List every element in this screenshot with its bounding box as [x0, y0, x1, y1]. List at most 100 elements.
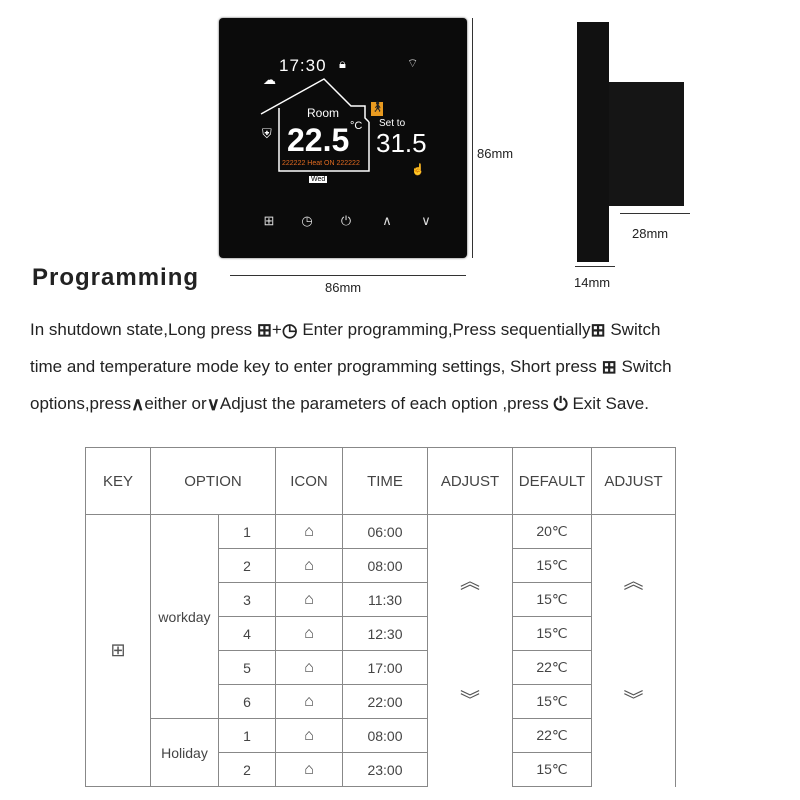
header-adjust: ADJUST	[427, 447, 513, 515]
row-number: 1	[218, 718, 276, 753]
header-time: TIME	[342, 447, 428, 515]
instruction-line-2: time and temperature mode key to enter p…	[30, 357, 672, 378]
row-time: 11:30	[342, 582, 428, 617]
menu-icon: ⊞	[601, 357, 617, 378]
heat-status: 222222 Heat ON 222222	[282, 160, 360, 167]
down-icon: ∨	[206, 394, 220, 415]
cloud-icon: ☁	[263, 72, 276, 87]
down-arrows-icon: ︾	[460, 690, 480, 712]
power-button[interactable]: ⏻	[340, 213, 352, 228]
instruction-line-3: options,press∧either or∨Adjust the param…	[30, 394, 649, 415]
room-temp: 22.5	[287, 122, 350, 158]
down-arrows-icon: ︾	[623, 690, 644, 712]
row-default: 15℃	[512, 616, 592, 651]
row-number: 3	[218, 582, 276, 617]
up-arrows-icon: ︽	[460, 571, 480, 593]
height-dimension: 86mm	[477, 146, 514, 161]
header-icon: ICON	[275, 447, 343, 515]
menu-button[interactable]: ⊞	[263, 213, 275, 228]
text: Switch	[621, 357, 672, 376]
depth-dimension: 28mm	[632, 226, 669, 241]
room-label: Room	[307, 106, 340, 120]
text: In shutdown state,Long press	[30, 320, 253, 339]
section-title: Programming	[32, 264, 200, 291]
house-period-icon: ⌂	[275, 616, 343, 651]
row-time: 06:00	[342, 514, 428, 549]
clock-icon: ◷	[281, 320, 298, 341]
house-period-icon: ⌂	[275, 548, 343, 583]
width-dimension-line	[230, 275, 466, 276]
time-adjust: ︽︾	[427, 514, 513, 787]
row-default: 15℃	[512, 684, 592, 719]
width-dimension: 86mm	[325, 280, 362, 295]
row-number: 2	[218, 548, 276, 583]
row-default: 15℃	[512, 752, 592, 787]
menu-icon: ⊞	[256, 320, 272, 341]
lock-icon: 🔒︎	[339, 56, 346, 71]
text: +	[271, 320, 282, 339]
row-default: 15℃	[512, 548, 592, 583]
row-time: 08:00	[342, 718, 428, 753]
back-depth-dimension: 14mm	[574, 275, 611, 290]
set-label: Set to	[379, 118, 406, 129]
menu-icon: ⊞	[590, 320, 606, 341]
text: time and temperature mode key to enter p…	[30, 357, 597, 376]
clock-button[interactable]: ◷	[301, 213, 313, 228]
row-number: 5	[218, 650, 276, 685]
option-workday: workday	[150, 514, 219, 719]
house-period-icon: ⌂	[275, 752, 343, 787]
row-time: 23:00	[342, 752, 428, 787]
option-holiday: Holiday	[150, 718, 219, 787]
header-option: OPTION	[150, 447, 276, 515]
room-unit: °C	[350, 120, 363, 132]
wifi-icon: ⌔	[407, 56, 419, 70]
row-time: 08:00	[342, 548, 428, 583]
row-time: 17:00	[342, 650, 428, 685]
row-default: 15℃	[512, 582, 592, 617]
up-button[interactable]: ∧	[382, 213, 392, 228]
temp-adjust: ︽︾	[591, 514, 676, 787]
text: Exit Save.	[572, 394, 649, 413]
person-icon: 🚶︎	[371, 102, 384, 116]
table-row: 5⌂17:00 22℃	[86, 650, 676, 685]
row-default: 20℃	[512, 514, 592, 549]
header-adjust-2: ADJUST	[591, 447, 676, 515]
thermostat-back-box	[609, 82, 684, 206]
hand-icon: ☝	[411, 164, 425, 176]
table-row: 2⌂08:00 15℃	[86, 548, 676, 583]
house-outline	[260, 78, 370, 172]
thermostat-front: 17:30 🔒︎ ⌔ ☁ ⛨ Room 22.5 °C 🚶︎ Set to 31…	[219, 18, 467, 258]
back-depth-line	[575, 266, 615, 267]
up-arrows-icon: ︽	[623, 571, 644, 593]
set-temp: 31.5	[376, 128, 427, 158]
house-period-icon: ⌂	[275, 582, 343, 617]
row-number: 2	[218, 752, 276, 787]
row-time: 12:30	[342, 616, 428, 651]
table-row: 2⌂23:00 15℃	[86, 752, 676, 787]
house-period-icon: ⌂	[275, 650, 343, 685]
header-default: DEFAULT	[512, 447, 592, 515]
table-header: KEY OPTION ICON TIME ADJUST DEFAULT ADJU…	[85, 447, 676, 515]
depth-line	[620, 213, 690, 214]
row-time: 22:00	[342, 684, 428, 719]
day-label: Wed	[309, 176, 328, 183]
header-key: KEY	[85, 447, 151, 515]
power-icon: ⏻	[553, 394, 568, 415]
house-period-icon: ⌂	[275, 718, 343, 753]
text: Switch	[610, 320, 661, 339]
text: options,press	[30, 394, 132, 413]
row-default: 22℃	[512, 718, 592, 753]
instruction-line-1: In shutdown state,Long press ⊞+◷ Enter p…	[30, 320, 660, 341]
text: either or	[144, 394, 207, 413]
text: Enter programming,Press sequentially	[302, 320, 591, 339]
down-button[interactable]: ∨	[421, 213, 431, 228]
row-number: 6	[218, 684, 276, 719]
programming-table: KEY OPTION ICON TIME ADJUST DEFAULT ADJU…	[85, 447, 676, 787]
row-default: 22℃	[512, 650, 592, 685]
text: Adjust the parameters of each option ,pr…	[219, 394, 549, 413]
up-icon: ∧	[131, 394, 145, 415]
